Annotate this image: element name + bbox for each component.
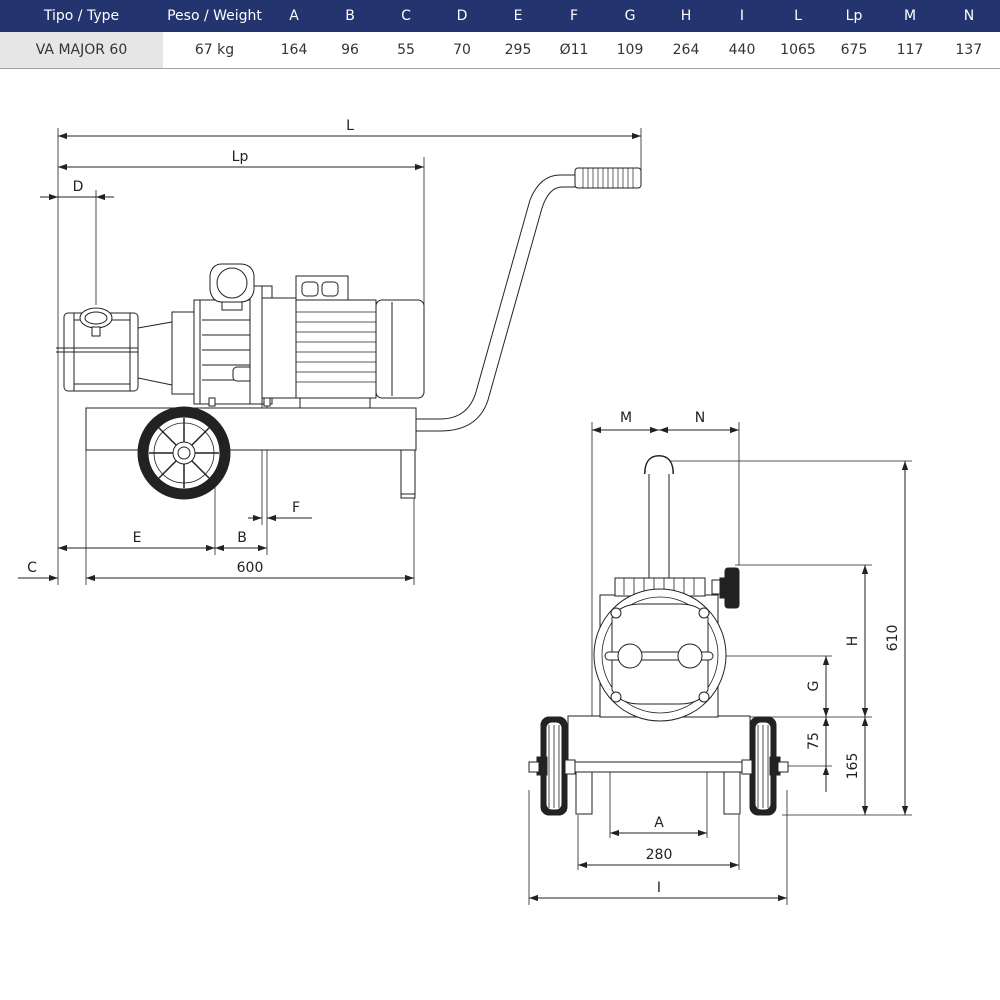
header-h: H	[658, 0, 714, 32]
cell-lp: 675	[826, 32, 882, 69]
header-l: L	[770, 0, 826, 32]
cell-weight: 67 kg	[163, 32, 266, 69]
cell-n: 137	[938, 32, 1000, 69]
label-75: 75	[806, 732, 822, 750]
cell-d: 70	[434, 32, 490, 69]
cell-e: 295	[490, 32, 546, 69]
label-i: I	[657, 880, 661, 896]
dimension-lines-front	[529, 426, 909, 902]
label-h: H	[845, 636, 861, 647]
header-g: G	[602, 0, 658, 32]
label-l: L	[346, 118, 354, 134]
front-pump-body	[593, 577, 727, 722]
side-view-labels: L Lp D E B F C 600	[27, 118, 354, 576]
electric-motor	[295, 275, 425, 409]
side-view	[18, 128, 642, 585]
header-type: Tipo / Type	[0, 0, 163, 32]
cell-m: 117	[882, 32, 938, 69]
cell-type: VA MAJOR 60	[0, 32, 163, 69]
label-d: D	[73, 179, 84, 195]
label-280: 280	[646, 847, 673, 863]
cart-base-frame	[85, 407, 417, 451]
table-row: VA MAJOR 60 67 kg 164 96 55 70 295 Ø11 1…	[0, 32, 1000, 69]
regulator-knob	[209, 263, 255, 311]
cell-i: 440	[714, 32, 770, 69]
cell-g: 109	[602, 32, 658, 69]
cell-a: 164	[266, 32, 322, 69]
pump-head	[56, 307, 140, 392]
front-handle	[644, 454, 674, 583]
dimension-lines	[18, 132, 641, 582]
front-view	[528, 422, 912, 905]
cell-h: 264	[658, 32, 714, 69]
cell-f: Ø11	[546, 32, 602, 69]
label-e: E	[133, 530, 142, 546]
label-165: 165	[845, 753, 861, 780]
label-m: M	[620, 410, 632, 426]
front-regulator-knob	[711, 567, 740, 609]
header-c: C	[378, 0, 434, 32]
cart-handle	[415, 167, 642, 432]
header-lp: Lp	[826, 0, 882, 32]
front-wheel-right	[741, 716, 789, 816]
cell-l: 1065	[770, 32, 826, 69]
table-header-row: Tipo / Type Peso / Weight A B C D E F G …	[0, 0, 1000, 32]
header-d: D	[434, 0, 490, 32]
header-m: M	[882, 0, 938, 32]
header-i: I	[714, 0, 770, 32]
label-600: 600	[237, 560, 264, 576]
front-view-labels: M N 610 H 165 G 75 A 280 I	[620, 410, 901, 896]
label-b: B	[237, 530, 247, 546]
side-wheel	[137, 406, 231, 500]
header-a: A	[266, 0, 322, 32]
cell-b: 96	[322, 32, 378, 69]
front-base-frame	[567, 715, 751, 773]
label-lp: Lp	[232, 149, 249, 165]
label-c: C	[27, 560, 37, 576]
front-wheel-left	[528, 716, 576, 816]
label-610: 610	[885, 625, 901, 652]
pump-coupling	[137, 285, 297, 407]
spec-table: Tipo / Type Peso / Weight A B C D E F G …	[0, 0, 1000, 69]
header-e: E	[490, 0, 546, 32]
cell-c: 55	[378, 32, 434, 69]
header-b: B	[322, 0, 378, 32]
label-n: N	[695, 410, 705, 426]
header-weight: Peso / Weight	[163, 0, 266, 32]
header-n: N	[938, 0, 1000, 32]
cart-rear-leg	[400, 449, 416, 499]
label-a: A	[654, 815, 664, 831]
label-f: F	[292, 500, 300, 516]
header-f: F	[546, 0, 602, 32]
label-g: G	[806, 681, 822, 692]
